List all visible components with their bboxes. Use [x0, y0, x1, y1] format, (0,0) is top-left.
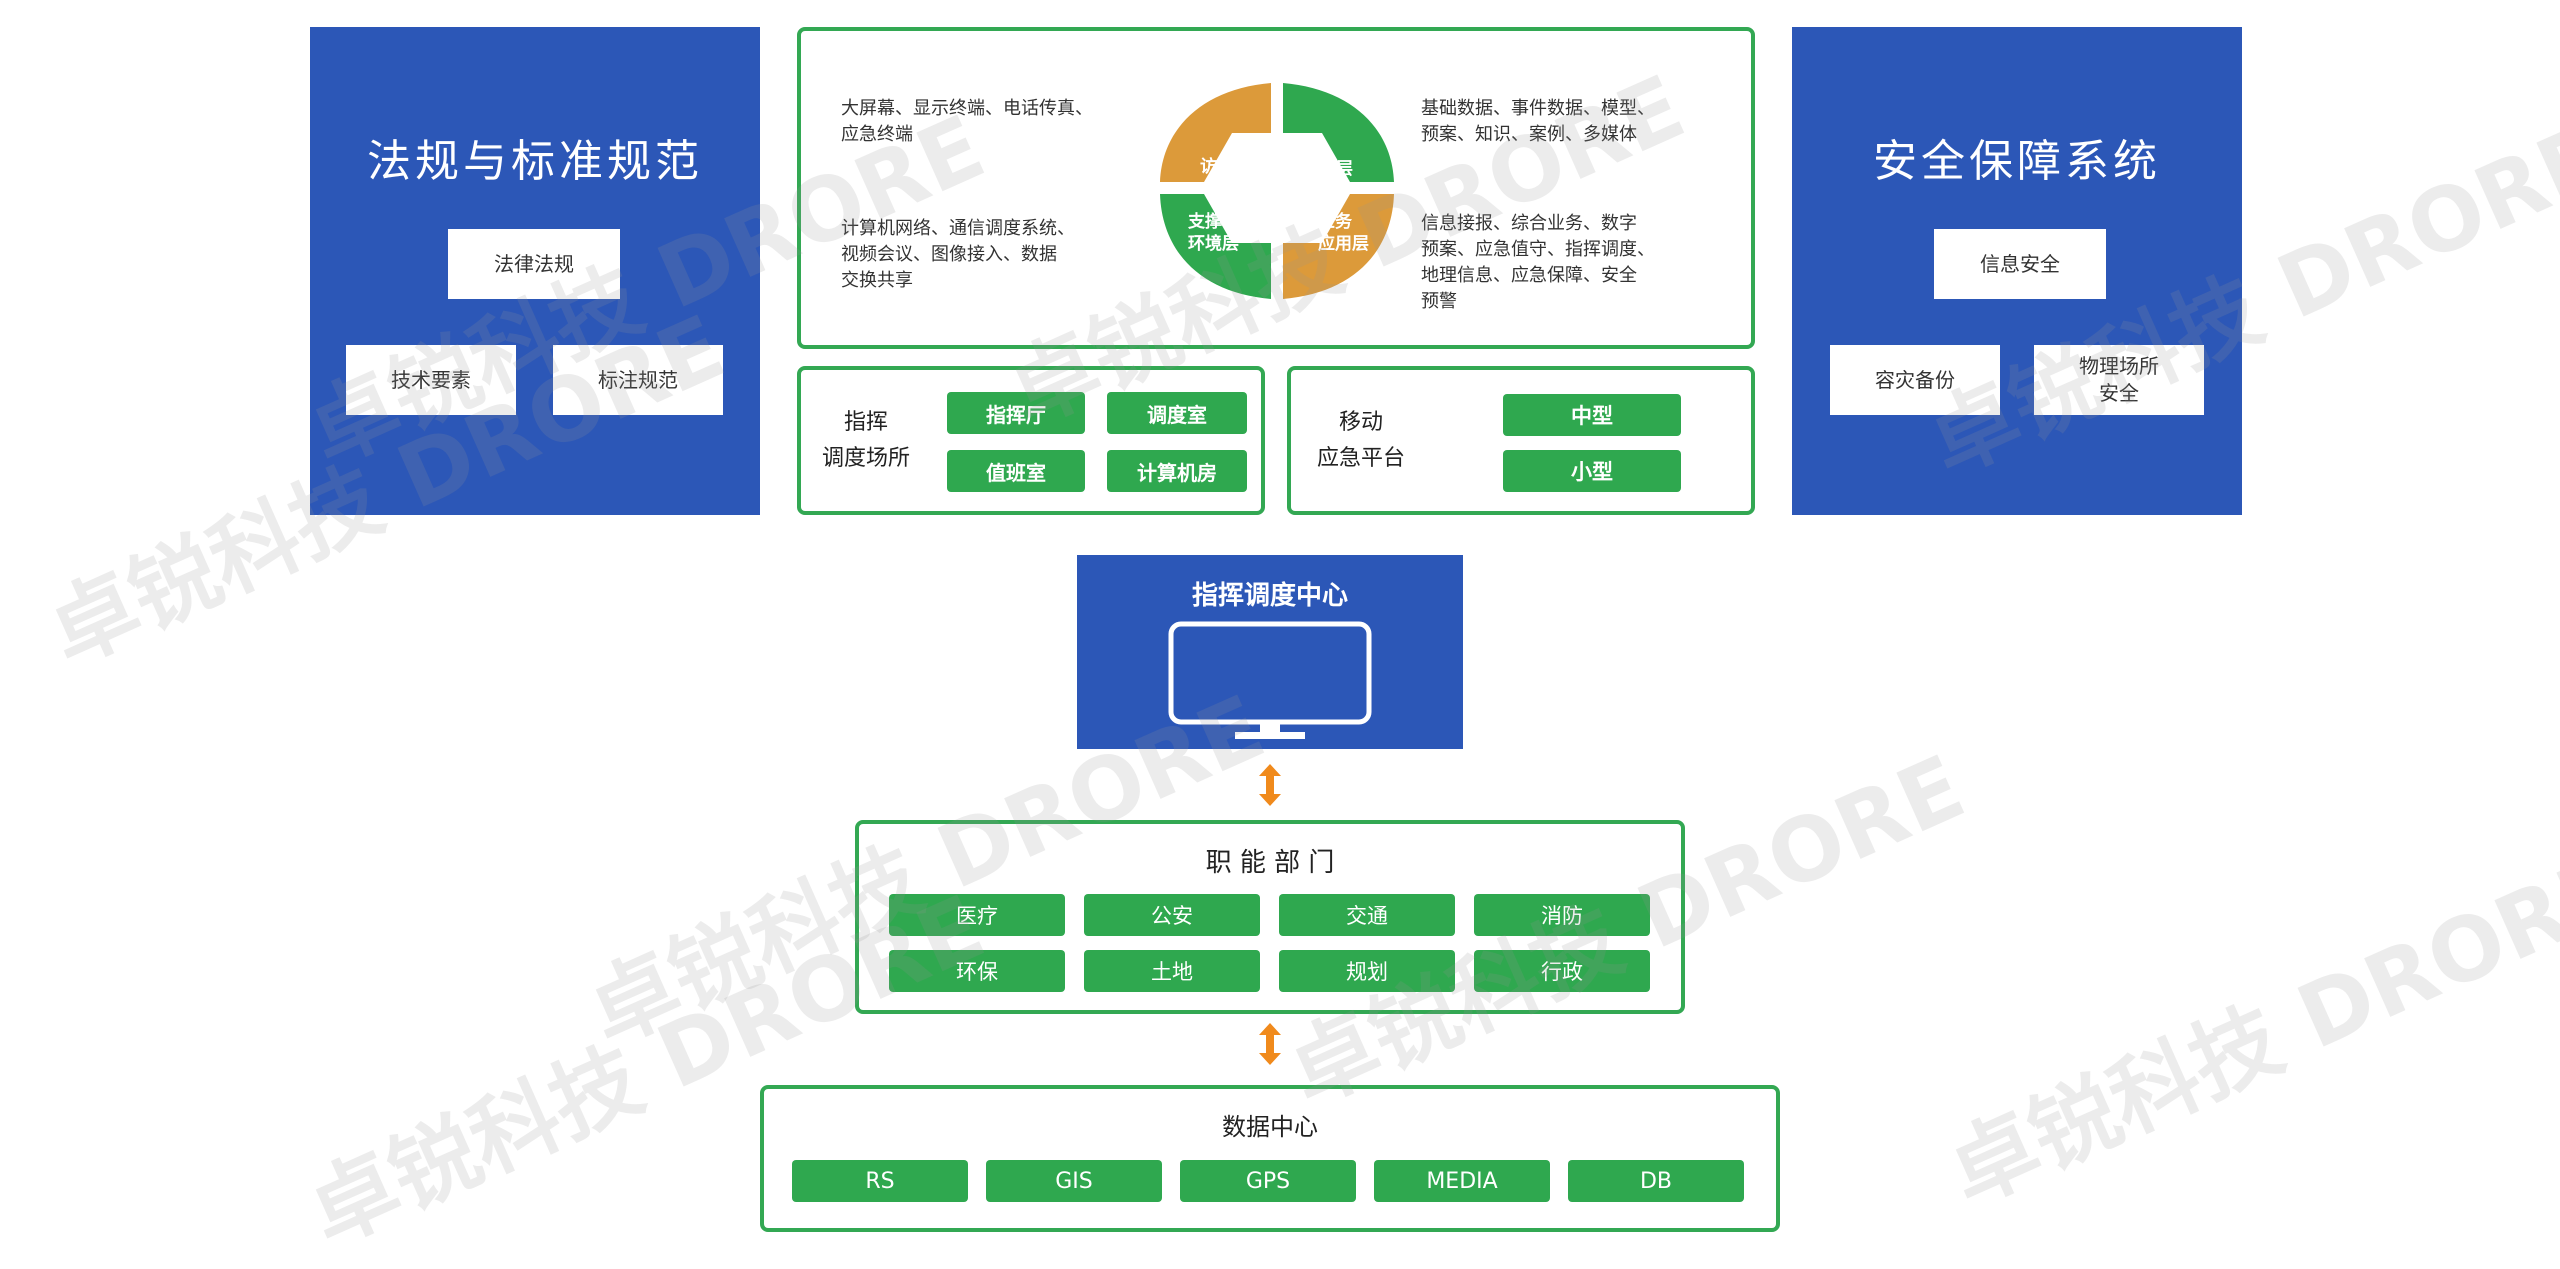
departments-title: 职 能 部 门 [1205, 848, 1335, 878]
dept-environment-button: 环保 [889, 950, 1065, 992]
medium-platform-button: 中型 [1503, 394, 1681, 436]
support-layer-label: 支撑环境层 [1188, 211, 1239, 254]
data-gps-button: GPS [1180, 1160, 1356, 1202]
data-center-title: 数据中心 [1222, 1113, 1318, 1141]
data-media-button: MEDIA [1374, 1160, 1550, 1202]
layers-panel: 大屏幕、显示终端、电话传真、 应急终端 计算机网络、通信调度系统、 视频会议、图… [797, 27, 1755, 349]
law-box: 法律法规 [448, 229, 620, 299]
command-venue-label: 指挥 调度场所 [821, 410, 910, 471]
dept-medical-button: 医疗 [889, 894, 1065, 936]
data-layer-desc: 基础数据、事件数据、模型、 预案、知识、案例、多媒体 [1421, 98, 1655, 145]
dept-land-button: 土地 [1084, 950, 1260, 992]
dept-fire-button: 消防 [1474, 894, 1650, 936]
mobile-platform-label: 移动 应急平台 [1316, 410, 1405, 471]
physical-security-box: 物理场所 安全 [2034, 345, 2204, 415]
regulations-panel: 法规与标准规范 法律法规 技术要素 标注规范 [310, 27, 760, 515]
data-db-button: DB [1568, 1160, 1744, 1202]
watermark: 卓锐科技 DRORE [1933, 835, 2560, 1225]
data-center-panel: 数据中心 RS GIS GPS MEDIA DB [760, 1085, 1780, 1232]
info-security-box: 信息安全 [1934, 229, 2106, 299]
command-venue-panel: 指挥 调度场所 指挥厅 调度室 值班室 计算机房 [797, 366, 1265, 515]
command-hall-button: 指挥厅 [947, 392, 1085, 434]
command-center-title: 指挥调度中心 [1191, 581, 1348, 611]
layers-ring: 访问层 数据层 支撑环境层 业务应用层 [1160, 83, 1394, 299]
dept-traffic-button: 交通 [1279, 894, 1455, 936]
support-layer-segment [1160, 194, 1271, 299]
mobile-platform-panel: 移动 应急平台 中型 小型 [1287, 366, 1755, 515]
annotation-spec-box: 标注规范 [553, 345, 723, 415]
duty-room-button: 值班室 [947, 450, 1085, 492]
regulations-title: 法规与标准规范 [367, 136, 703, 187]
tech-elements-box: 技术要素 [346, 345, 516, 415]
monitor-icon [1168, 621, 1372, 739]
data-rs-button: RS [792, 1160, 968, 1202]
security-panel: 安全保障系统 信息安全 容灾备份 物理场所 安全 [1792, 27, 2242, 515]
data-gis-button: GIS [986, 1160, 1162, 1202]
access-layer-label: 访问层 [1200, 156, 1251, 177]
double-arrow-icon [1259, 764, 1281, 806]
business-layer-desc: 信息接报、综合业务、数字 预案、应急值守、指挥调度、 地理信息、应急保障、安全 … [1421, 213, 1655, 312]
disaster-backup-box: 容灾备份 [1830, 345, 2000, 415]
business-layer-label: 业务应用层 [1318, 211, 1369, 254]
support-layer-desc: 计算机网络、通信调度系统、 视频会议、图像接入、数据 交换共享 [841, 218, 1075, 291]
dispatch-room-button: 调度室 [1107, 392, 1247, 434]
double-arrow-icon [1259, 1023, 1281, 1065]
business-layer-segment [1283, 194, 1394, 299]
data-layer-segment [1283, 83, 1394, 182]
dept-police-button: 公安 [1084, 894, 1260, 936]
departments-panel: 职 能 部 门 医疗 公安 交通 消防 环保 土地 规划 行政 [855, 820, 1685, 1014]
dept-admin-button: 行政 [1474, 950, 1650, 992]
access-layer-segment [1160, 83, 1271, 182]
computer-room-button: 计算机房 [1107, 450, 1247, 492]
security-title: 安全保障系统 [1873, 136, 2161, 187]
dept-planning-button: 规划 [1279, 950, 1455, 992]
command-center-panel: 指挥调度中心 [1077, 555, 1463, 749]
data-layer-label: 数据层 [1302, 158, 1353, 179]
small-platform-button: 小型 [1503, 450, 1681, 492]
access-layer-desc: 大屏幕、显示终端、电话传真、 应急终端 [841, 98, 1093, 145]
